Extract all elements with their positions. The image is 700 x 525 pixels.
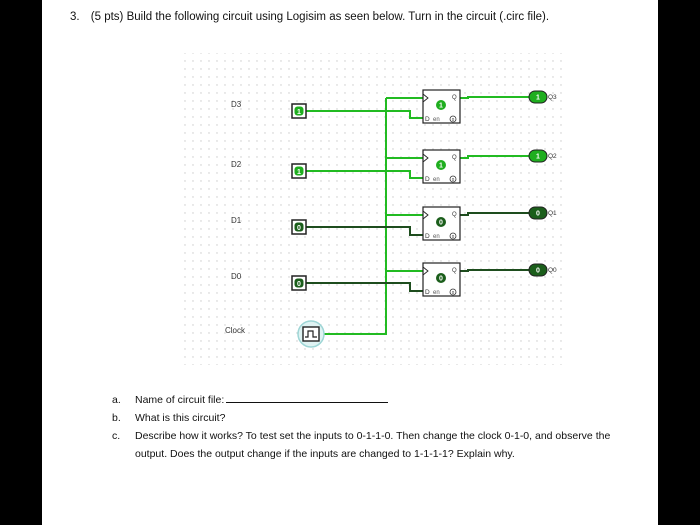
- output-value: 0: [536, 211, 540, 218]
- input-pin-state: [294, 222, 304, 232]
- answer-blank[interactable]: [226, 392, 389, 403]
- flip-flop-state: [436, 160, 446, 170]
- clock-triangle-icon: [422, 210, 429, 220]
- input-pin-state: [294, 166, 304, 176]
- marker-a: a.: [112, 394, 121, 406]
- canvas-grid: [183, 53, 565, 365]
- sub-question-b-text: What is this circuit?: [135, 412, 226, 424]
- output-label: Q0: [548, 267, 557, 274]
- input-label: D0: [231, 272, 242, 281]
- input-value: 1: [297, 169, 301, 176]
- wires: [306, 96, 529, 335]
- input-value: 0: [297, 281, 301, 288]
- input-value: 0: [297, 225, 301, 232]
- d-pin-label: D: [425, 289, 430, 296]
- en-pin-label: en: [433, 177, 440, 183]
- clock-component: [302, 326, 320, 342]
- clock-triangle-icon: [422, 93, 429, 103]
- input-value: 1: [297, 109, 301, 116]
- en-pin-label: en: [433, 290, 440, 296]
- output-value: 1: [536, 95, 540, 102]
- d-pin-label: D: [425, 116, 430, 123]
- output-pin: [528, 206, 548, 220]
- sub-question-a: a. Name of circuit file:: [112, 391, 615, 409]
- flip-flop-value: 0: [439, 276, 443, 283]
- sub-questions: a. Name of circuit file: b. What is this c…: [112, 391, 615, 463]
- sub-question-c: c. Describe how it works? To test set the…: [112, 427, 615, 463]
- marker-c: c.: [112, 430, 121, 442]
- q-pin-label: Q: [452, 212, 457, 218]
- question-number: 3.: [70, 11, 80, 23]
- clock-label: Clock: [225, 326, 246, 335]
- output-pin: [528, 263, 548, 277]
- input-pin-state: [294, 278, 304, 288]
- output-wire: [460, 269, 529, 272]
- sub-question-a-text: Name of circuit file:: [135, 394, 225, 406]
- data-wire: [306, 226, 423, 236]
- sub-question-c-text: Describe how it works? To test set the i…: [135, 430, 611, 460]
- output-value: 0: [536, 268, 540, 275]
- clock-triangle-icon: [422, 266, 429, 276]
- clock-triangle-icon: [422, 153, 429, 163]
- input-pin-state: [294, 106, 304, 116]
- en-pin-circle: [449, 115, 457, 123]
- en-pin-circle: [449, 175, 457, 183]
- output-label: Q2: [548, 153, 557, 160]
- d-pin-label: D: [425, 176, 430, 183]
- en-pin-label: en: [433, 117, 440, 123]
- output-wire: [460, 212, 529, 216]
- input-label: D3: [231, 100, 242, 109]
- marker-b: b.: [112, 412, 121, 424]
- flip-flop-body: [422, 149, 461, 184]
- en-pin-value: 0: [452, 234, 455, 239]
- question-text: (5 pts) Build the following circuit usin…: [90, 11, 550, 23]
- en-pin-value: 0: [452, 290, 455, 295]
- flip-flop-value: 1: [439, 103, 443, 110]
- en-pin-value: 0: [452, 177, 455, 182]
- input-label: D1: [231, 216, 242, 225]
- q-pin-label: Q: [452, 268, 457, 274]
- clock-wire: [317, 98, 387, 335]
- output-value: 1: [536, 154, 540, 161]
- output-pin: [528, 90, 548, 104]
- worksheet-page: 3. (5 pts) Build the following circuit u…: [42, 0, 658, 525]
- clock-wave-icon: [305, 330, 317, 338]
- en-pin-value: 0: [452, 117, 455, 122]
- flip-flop-state: [436, 273, 446, 283]
- data-wire: [306, 170, 423, 179]
- output-pin: [528, 149, 548, 163]
- en-pin-label: en: [433, 234, 440, 240]
- sub-question-b: b. What is this circuit?: [112, 409, 615, 427]
- data-wire: [306, 282, 423, 292]
- q-pin-label: Q: [452, 155, 457, 161]
- d-pin-label: D: [425, 233, 430, 240]
- output-label: Q1: [548, 210, 557, 217]
- question-heading: 3. (5 pts) Build the following circuit u…: [70, 11, 549, 23]
- output-label: Q3: [548, 94, 557, 101]
- flip-flop-value: 0: [439, 220, 443, 227]
- input-label: D2: [231, 160, 242, 169]
- en-pin-circle: [449, 288, 457, 296]
- output-wire: [460, 155, 529, 159]
- flip-flop-state: [436, 217, 446, 227]
- flip-flop-value: 1: [439, 163, 443, 170]
- q-pin-label: Q: [452, 95, 457, 101]
- en-pin-circle: [449, 232, 457, 240]
- data-wire: [306, 110, 423, 119]
- flip-flop-state: [436, 100, 446, 110]
- output-wire: [460, 96, 529, 99]
